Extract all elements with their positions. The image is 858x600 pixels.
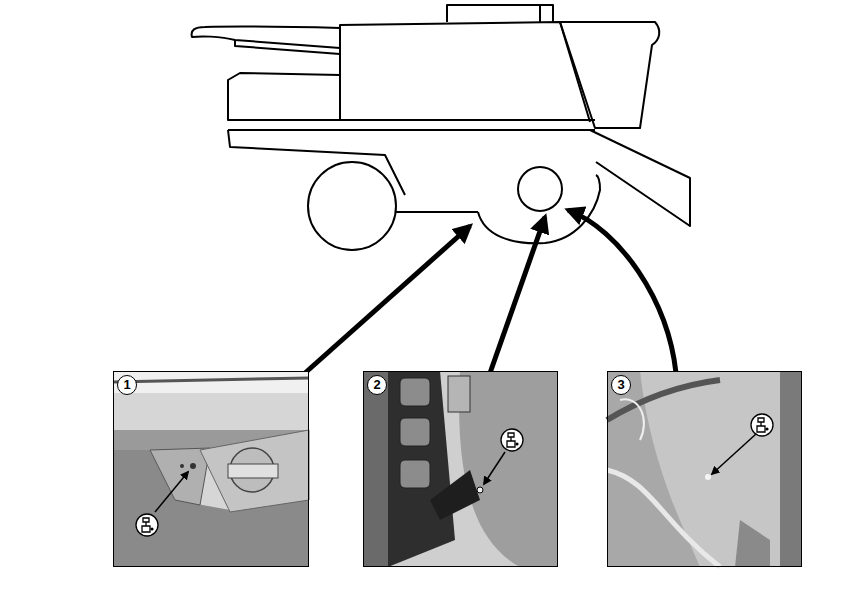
callout-number: 3 [611,375,631,395]
callout-number: 2 [367,375,387,395]
callout-number: 1 [117,375,137,395]
inset-frame: 3 [607,371,802,567]
inset-photo-2 [363,371,558,567]
pointer-arrows [305,210,676,373]
inset-photo-1 [113,371,309,567]
inset-photo-3 [607,371,802,567]
harvester-outline [192,5,690,250]
inset-frame: 1 [113,371,309,567]
inset-frame: 2 [363,371,558,567]
